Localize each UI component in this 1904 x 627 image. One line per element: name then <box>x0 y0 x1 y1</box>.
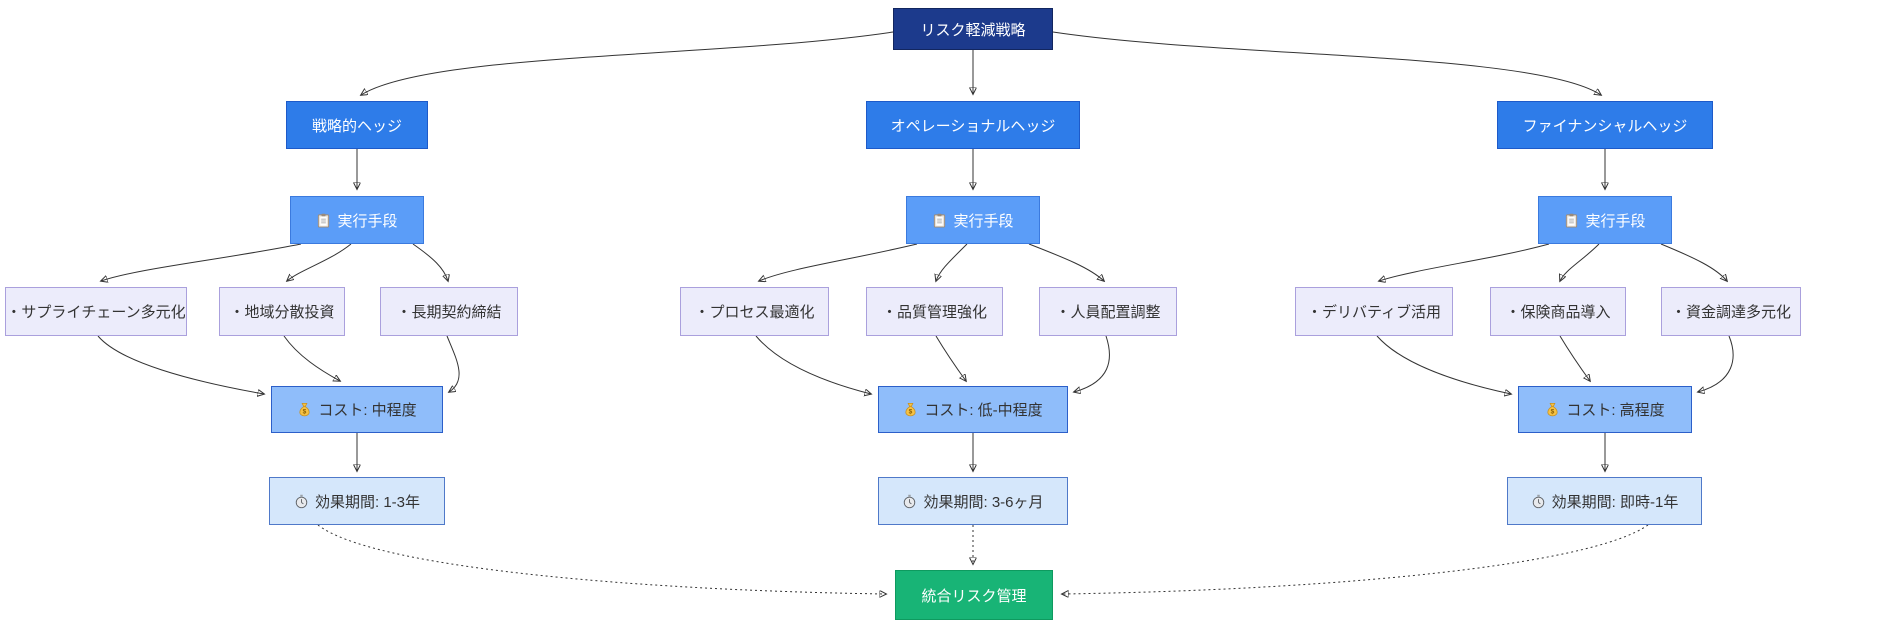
svg-text:$: $ <box>303 408 307 415</box>
node-branch3-duration: 効果期間: 即時-1年 <box>1507 477 1702 525</box>
edge-item32-cost3 <box>1559 335 1590 381</box>
edge-exec3-item2 <box>1560 243 1600 281</box>
edge-exec2-item2 <box>936 243 968 281</box>
node-risk-mitigation-strategy: リスク軽減戦略 <box>893 8 1053 50</box>
stopwatch-icon <box>294 494 309 509</box>
node-label: ・サプライチェーン多元化 <box>6 304 186 321</box>
node-label: ・デリバティブ活用 <box>1306 304 1442 321</box>
clipboard-icon <box>932 213 947 228</box>
edge-exec3-item1 <box>1379 243 1550 281</box>
node-branch3-exec: 実行手段 <box>1538 196 1672 244</box>
node-label: ・長期契約締結 <box>396 304 502 321</box>
moneybag-icon: $ <box>1545 402 1560 417</box>
edge-exec1-item1 <box>101 243 302 281</box>
node-item-funding-diversification: ・資金調達多元化 <box>1661 287 1801 336</box>
node-branch1-duration: 効果期間: 1-3年 <box>269 477 445 525</box>
node-branch1-cost: $ コスト: 中程度 <box>271 386 443 433</box>
node-label: ・資金調達多元化 <box>1670 304 1791 321</box>
node-item-regional-diversified-investment: ・地域分散投資 <box>219 287 345 336</box>
node-branch3-cost: $ コスト: 高程度 <box>1518 386 1692 433</box>
stopwatch-icon <box>1531 494 1546 509</box>
node-strategic-hedge: 戦略的ヘッジ <box>286 101 428 149</box>
node-label: 効果期間: 1-3年 <box>314 493 420 511</box>
node-label: ファイナンシャルヘッジ <box>1522 117 1688 135</box>
node-label: リスク軽減戦略 <box>920 21 1026 39</box>
edge-item11-cost1 <box>97 335 264 394</box>
node-integrated-risk-management: 統合リスク管理 <box>895 570 1053 620</box>
edge-item23-cost2 <box>1074 335 1110 392</box>
moneybag-icon: $ <box>297 402 312 417</box>
node-label: コスト: 低-中程度 <box>924 402 1043 419</box>
edge-item31-cost3 <box>1376 335 1511 394</box>
edge-exec2-item1 <box>759 243 918 281</box>
node-item-quality-management: ・品質管理強化 <box>866 287 1003 336</box>
node-branch1-exec: 実行手段 <box>290 196 424 244</box>
edge-root-branch3 <box>1052 31 1601 95</box>
node-item-process-optimization: ・プロセス最適化 <box>680 287 829 336</box>
node-branch2-exec: 実行手段 <box>906 196 1040 244</box>
node-label: ・保険商品導入 <box>1505 304 1611 321</box>
node-operational-hedge: オペレーショナルヘッジ <box>866 101 1080 149</box>
node-item-derivatives-use: ・デリバティブ活用 <box>1295 287 1453 336</box>
node-item-long-term-contracts: ・長期契約締結 <box>380 287 518 336</box>
edge-exec3-item3 <box>1660 243 1727 281</box>
node-label: 統合リスク管理 <box>921 587 1027 605</box>
clipboard-icon <box>1564 213 1579 228</box>
edge-item21-cost2 <box>755 335 871 394</box>
node-label: ・人員配置調整 <box>1055 304 1161 321</box>
edge-item13-cost1 <box>446 335 460 392</box>
edge-exec1-item3 <box>412 243 448 281</box>
edge-item22-cost2 <box>935 335 966 381</box>
node-label: 効果期間: 3-6ヶ月 <box>923 493 1044 511</box>
edge-exec2-item3 <box>1028 243 1104 281</box>
edge-exec1-item2 <box>287 243 352 281</box>
edge-dur3-sink <box>1062 524 1649 594</box>
node-label: 実行手段 <box>953 212 1014 230</box>
node-label: 効果期間: 即時-1年 <box>1551 493 1679 511</box>
node-label: 実行手段 <box>337 212 398 230</box>
node-label: ・プロセス最適化 <box>694 304 815 321</box>
svg-text:$: $ <box>1551 408 1555 415</box>
clipboard-icon <box>316 213 331 228</box>
edge-root-branch1 <box>361 31 894 95</box>
svg-text:$: $ <box>909 408 913 415</box>
node-label: オペレーショナルヘッジ <box>890 117 1056 135</box>
node-branch2-cost: $ コスト: 低-中程度 <box>878 386 1068 433</box>
moneybag-icon: $ <box>903 402 918 417</box>
node-item-staffing-adjustment: ・人員配置調整 <box>1039 287 1177 336</box>
node-branch2-duration: 効果期間: 3-6ヶ月 <box>878 477 1068 525</box>
node-item-insurance-products: ・保険商品導入 <box>1490 287 1626 336</box>
edge-item33-cost3 <box>1698 335 1734 392</box>
node-label: コスト: 高程度 <box>1566 402 1665 419</box>
node-label: ・品質管理強化 <box>881 304 987 321</box>
node-financial-hedge: ファイナンシャルヘッジ <box>1497 101 1713 149</box>
node-item-supply-chain-diversification: ・サプライチェーン多元化 <box>5 287 187 336</box>
node-label: 実行手段 <box>1585 212 1646 230</box>
node-label: 戦略的ヘッジ <box>311 117 402 135</box>
edge-dur1-sink <box>317 524 886 594</box>
edge-item12-cost1 <box>283 335 340 381</box>
stopwatch-icon <box>902 494 917 509</box>
node-label: ・地域分散投資 <box>229 304 335 321</box>
node-label: コスト: 中程度 <box>318 402 417 419</box>
